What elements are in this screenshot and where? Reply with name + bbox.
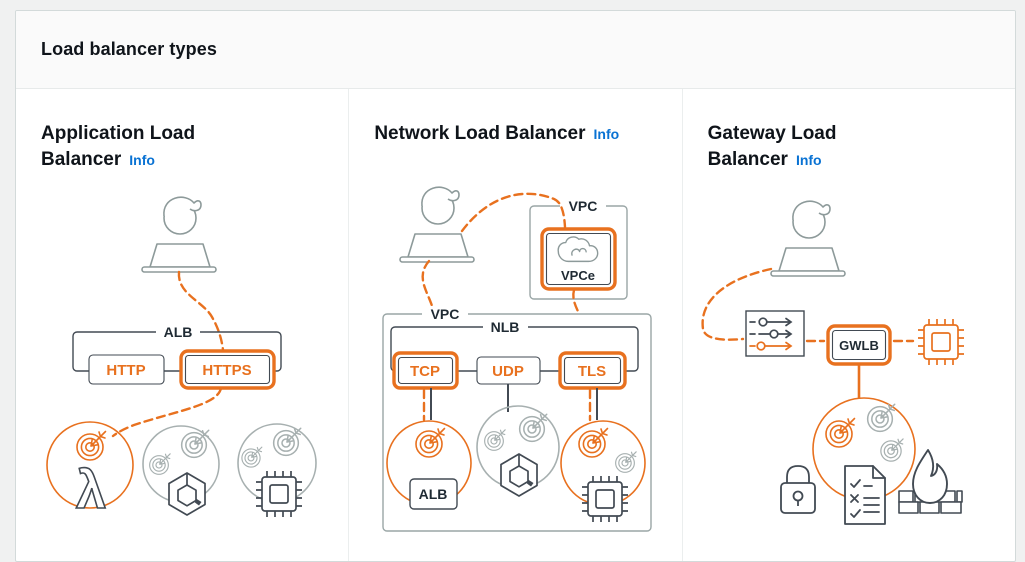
target-icon xyxy=(76,430,107,461)
alb-label: ALB xyxy=(164,324,193,340)
target-icon xyxy=(866,403,896,433)
nlb-card-title: Network Load Balancer Info xyxy=(374,121,619,147)
http-listener-label: HTTP xyxy=(106,362,145,379)
target-icon xyxy=(272,427,302,457)
traffic-dashed-line xyxy=(111,386,223,438)
gwlb-diagram: GWLB xyxy=(701,200,965,525)
vpce-label: VPCe xyxy=(561,268,595,283)
nlb-title-text: Network Load Balancer xyxy=(374,123,586,144)
tcp-listener-label: TCP xyxy=(410,363,440,380)
panel-title: Load balancer types xyxy=(41,39,217,59)
gwlb-label: GWLB xyxy=(839,338,879,353)
gwlb-inner-box xyxy=(831,329,886,361)
traffic-rules-icon xyxy=(744,310,805,357)
card-network-load-balancer: Network Load Balancer Info VPC VPCe xyxy=(349,89,683,561)
traffic-dashed-line xyxy=(461,192,567,233)
target-icon xyxy=(180,429,210,459)
endpoint-vpc-label: VPC xyxy=(569,198,598,214)
lock-icon xyxy=(779,465,816,514)
checklist-icon xyxy=(843,465,886,525)
alb-target-box xyxy=(409,478,459,510)
firewall-icon xyxy=(897,449,963,514)
https-listener-inner-box xyxy=(184,354,271,385)
target-group-circle-lambda xyxy=(46,421,134,509)
lambda-icon: λ xyxy=(76,460,106,520)
gwlb-title-text: Gateway Load Balancer xyxy=(707,123,837,170)
alb-label-bg xyxy=(156,324,200,339)
vpc-label-bg xyxy=(422,306,469,321)
tls-listener-inner-box xyxy=(564,356,622,385)
user-laptop-icon xyxy=(141,196,217,273)
tls-listener-label: TLS xyxy=(578,363,606,380)
instance-chip-icon xyxy=(255,470,303,518)
vpc-label: VPC xyxy=(431,306,460,322)
https-listener-label: HTTPS xyxy=(202,362,251,379)
gwlb-info-link[interactable]: Info xyxy=(795,152,822,168)
target-icon xyxy=(241,446,263,468)
user-laptop-icon xyxy=(769,200,846,277)
endpoint-vpc-label-bg xyxy=(560,198,607,213)
container-icon xyxy=(168,472,206,516)
traffic-dashed-line xyxy=(177,270,225,352)
nlb-label-bg xyxy=(483,319,529,334)
nlb-label: NLB xyxy=(491,319,520,335)
target-icon xyxy=(149,453,171,475)
traffic-dashed-line xyxy=(701,267,772,341)
alb-info-link[interactable]: Info xyxy=(129,152,155,168)
user-laptop-icon xyxy=(399,186,476,263)
nlb-info-link[interactable]: Info xyxy=(593,126,620,142)
tcp-listener-inner-box xyxy=(398,356,454,385)
appliance-chip-icon xyxy=(916,318,965,366)
target-icon xyxy=(879,438,904,462)
instance-chip-icon xyxy=(581,475,630,523)
panel-header: Load balancer types xyxy=(16,11,1015,89)
udp-listener-label: UDP xyxy=(492,363,524,380)
alb-title-text: Application Load Balancer xyxy=(41,123,196,170)
target-icon xyxy=(824,417,855,448)
alb-diagram: ALB HTTP HTTPS λ xyxy=(46,196,317,521)
nlb-card-head: Network Load Balancer Info xyxy=(349,89,681,147)
load-balancer-types-panel: Load balancer types Application Load Bal… xyxy=(15,10,1016,562)
http-listener-box xyxy=(88,354,165,385)
alb-target-label: ALB xyxy=(419,486,448,502)
nlb-diagram: VPC VPCe VPC NLB xyxy=(382,186,653,532)
